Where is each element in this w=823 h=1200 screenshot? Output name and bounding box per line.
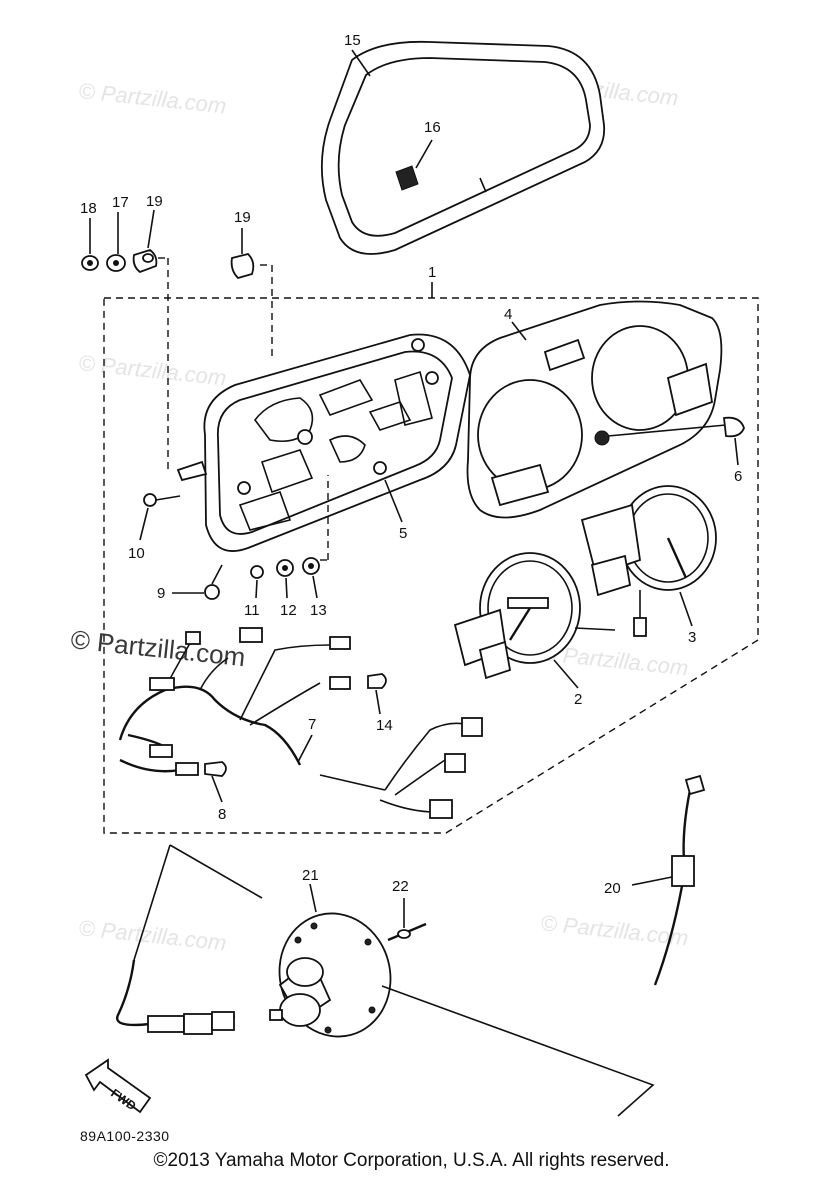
callout-21: 21 xyxy=(302,867,319,884)
washer-11 xyxy=(250,565,264,579)
nut-18 xyxy=(81,255,99,271)
washer-12 xyxy=(276,559,294,577)
tachometer xyxy=(580,485,717,637)
watermark: © Partzilla.com xyxy=(77,78,227,118)
callout-7: 7 xyxy=(308,716,316,733)
callout-19a: 19 xyxy=(146,193,163,210)
callout-19b: 19 xyxy=(234,209,251,226)
callout-2: 2 xyxy=(574,691,582,708)
copyright-notice: ©2013 Yamaha Motor Corporation, U.S.A. A… xyxy=(153,1150,670,1171)
callout-13: 13 xyxy=(310,602,327,619)
callout-9: 9 xyxy=(157,585,165,602)
callout-20: 20 xyxy=(604,880,621,897)
grommet-19b xyxy=(230,253,255,280)
callout-12: 12 xyxy=(280,602,297,619)
grommet-19 xyxy=(132,249,158,274)
fwd-arrow-icon: FWD xyxy=(84,1058,152,1113)
callout-17: 17 xyxy=(112,194,129,211)
bulb-8 xyxy=(204,761,227,777)
wiring-harness xyxy=(118,627,483,819)
callout-15: 15 xyxy=(344,32,361,49)
callout-10: 10 xyxy=(128,545,145,562)
pin-22 xyxy=(387,922,427,942)
meter-panel xyxy=(466,300,723,519)
screw-9 xyxy=(204,564,223,600)
case-bolt xyxy=(176,460,208,482)
callout-group: 15 16 18 17 19 19 1 4 6 5 10 9 11 12 13 … xyxy=(80,32,742,913)
callout-18: 18 xyxy=(80,200,97,217)
callout-3: 3 xyxy=(688,629,696,646)
watermark: © Partzilla.com xyxy=(77,915,227,955)
meter-case xyxy=(203,333,471,552)
callout-4: 4 xyxy=(504,306,512,323)
screw-10 xyxy=(143,493,181,507)
watermark: © Partzilla.com xyxy=(539,910,689,950)
washer-17 xyxy=(106,254,126,272)
assembly-boundary xyxy=(103,297,759,834)
speedometer xyxy=(453,552,616,680)
callout-8: 8 xyxy=(218,806,226,823)
callout-16: 16 xyxy=(424,119,441,136)
bulb-14 xyxy=(367,673,387,689)
rubber-pad xyxy=(395,165,419,191)
callout-5: 5 xyxy=(399,525,407,542)
diagram-code: 89A100-2330 xyxy=(80,1128,170,1144)
watermark-prominent: © Partzilla.com xyxy=(69,624,246,672)
callout-1: 1 xyxy=(428,264,436,281)
callout-22: 22 xyxy=(392,878,409,895)
watermark: © Partzilla.com xyxy=(77,350,227,390)
callout-14: 14 xyxy=(376,717,393,734)
meter-cover-rim xyxy=(320,40,606,255)
lower-cable xyxy=(116,959,236,1035)
socket-6 xyxy=(723,416,745,438)
speedometer-cable xyxy=(653,774,706,986)
nut-13 xyxy=(302,557,320,575)
callout-6: 6 xyxy=(734,468,742,485)
callout-11: 11 xyxy=(244,602,260,619)
drive-plate xyxy=(269,912,392,1038)
